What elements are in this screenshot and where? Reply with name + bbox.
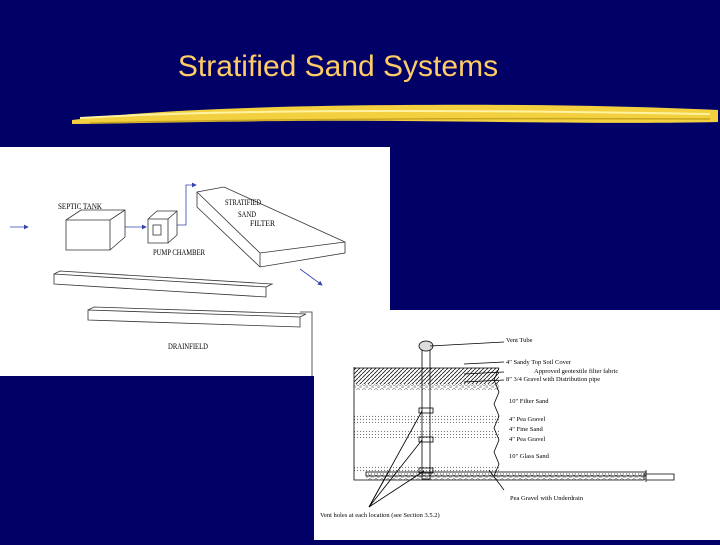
top-soil-label: 4" Sandy Top Soil Cover bbox=[506, 359, 572, 366]
septic-tank-label: SEPTIC TANK bbox=[58, 202, 102, 211]
pea-gravel-2-label: 4" Pea Gravel bbox=[509, 436, 545, 443]
drainfield-label: DRAINFIELD bbox=[168, 342, 208, 351]
vent-holes-label: Vent holes at each location (see Section… bbox=[320, 512, 440, 519]
pump-chamber-label: PUMP CHAMBER bbox=[153, 248, 206, 257]
vent-tube-label: Vent Tube bbox=[506, 337, 533, 344]
slide-title: Stratified Sand Systems bbox=[177, 50, 499, 83]
filter-label-line1: STRATIFIED bbox=[225, 198, 261, 207]
underdrain-label: Pea Gravel with Underdrain bbox=[510, 495, 584, 502]
filter-label-line2: SAND bbox=[238, 210, 256, 219]
system-layout-diagram: SEPTIC TANK PUMP CHAMBER STRATIFIED SAND… bbox=[0, 147, 390, 376]
filter-sand-label: 10" Filter Sand bbox=[509, 398, 549, 405]
brush-stroke-divider bbox=[72, 104, 718, 124]
pea-gravel-1-label: 4" Pea Gravel bbox=[509, 416, 545, 423]
gravel-pipe-label: 8" 3/4 Gravel with Distribution pipe bbox=[506, 376, 600, 383]
fabric-label: Approved geotextile filter fabric bbox=[534, 368, 618, 375]
glass-sand-label: 10" Glass Sand bbox=[509, 453, 550, 460]
filter-label-line3: FILTER bbox=[250, 219, 276, 228]
filter-cross-section-diagram: Vent Tube 4" Sandy Top Soil Cover Approv… bbox=[314, 310, 720, 540]
fine-sand-label: 4" Fine Sand bbox=[509, 426, 543, 433]
